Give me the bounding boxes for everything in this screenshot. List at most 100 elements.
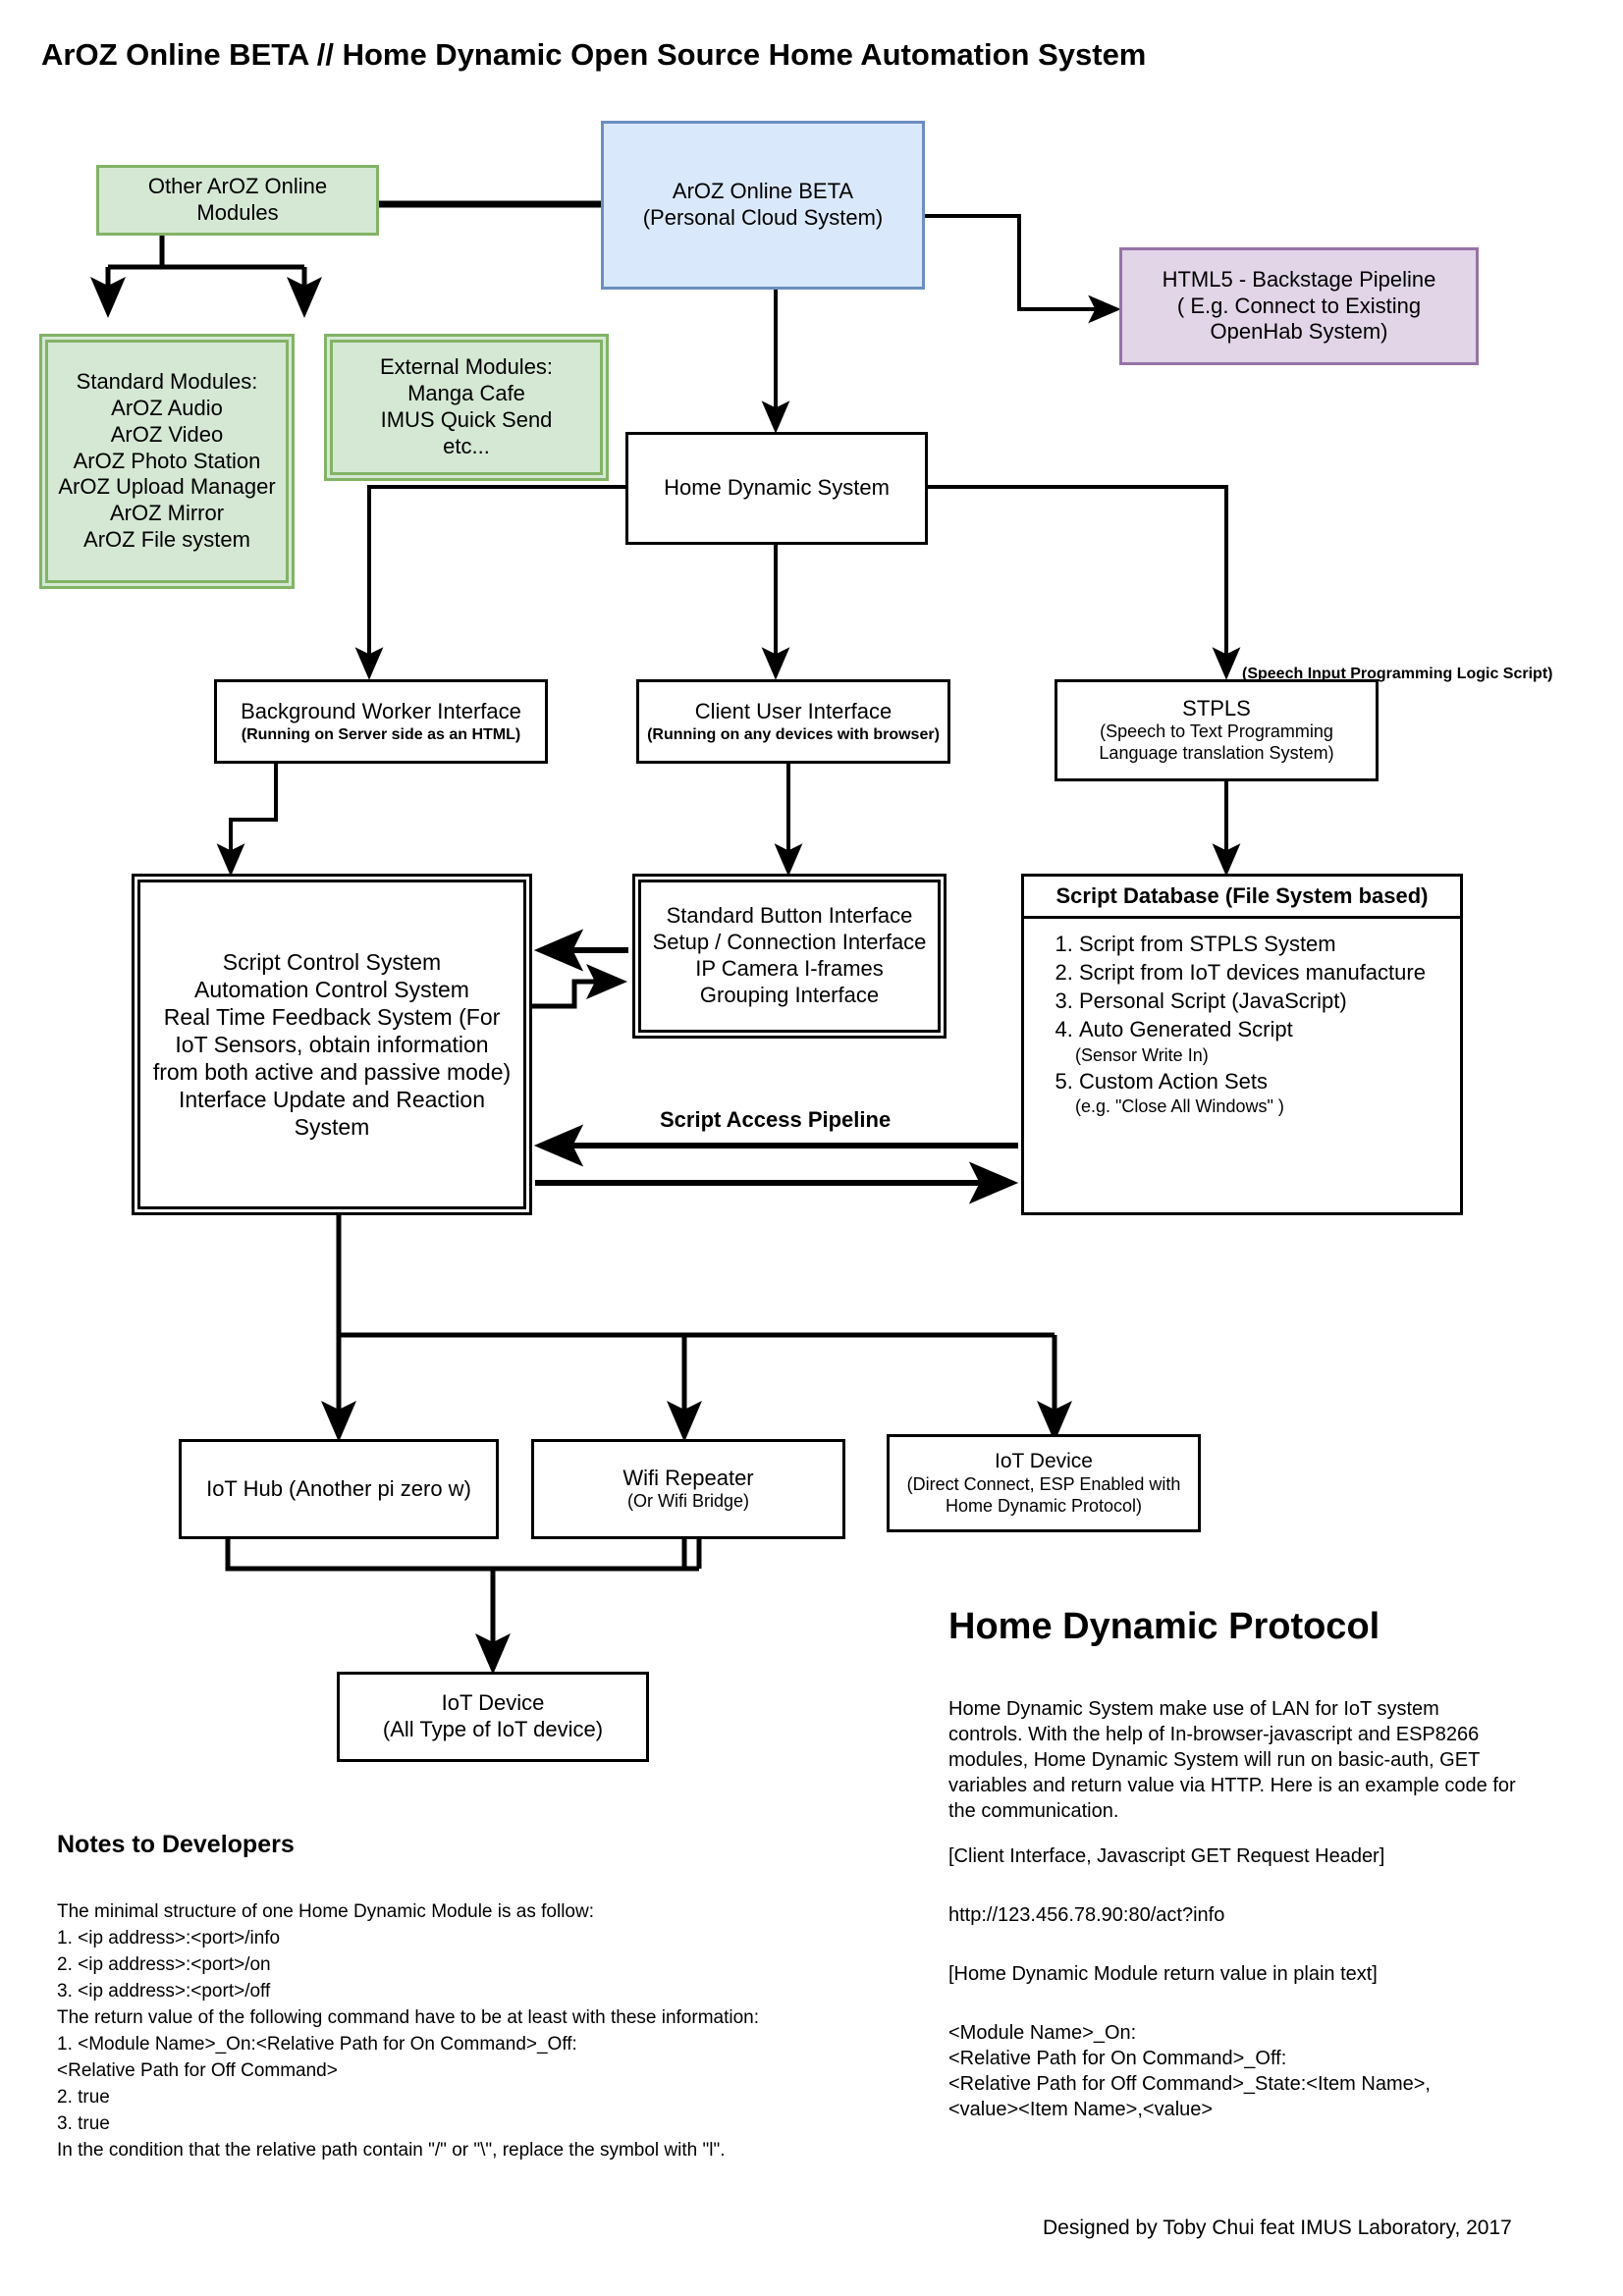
node-standard-modules[interactable]: Standard Modules: ArOZ Audio ArOZ Video … — [39, 334, 295, 589]
node-title: Wifi Repeater — [622, 1465, 754, 1490]
node-line: (Personal Cloud System) — [642, 205, 884, 230]
node-line: etc... — [443, 433, 490, 458]
node-subtitle-line: Home Dynamic Protocol) — [945, 1495, 1143, 1516]
notes-line: The return value of the following comman… — [57, 2006, 760, 2028]
node-subtitle-line: (Speech to Text Programming — [1100, 721, 1333, 742]
list-item-note: (Sensor Write In) — [1075, 1044, 1209, 1065]
node-line: from both active and passive mode) — [152, 1059, 512, 1086]
node-line: Standard Button Interface — [666, 903, 913, 929]
node-line: ArOZ Video — [110, 421, 224, 447]
script-access-pipeline-label: Script Access Pipeline — [660, 1107, 892, 1132]
list-item-text: Script from IoT devices manufacture — [1079, 960, 1426, 986]
notes-line: The minimal structure of one Home Dynami… — [57, 1901, 594, 1922]
list-item-note: (e.g. "Close All Windows" ) — [1075, 1095, 1284, 1116]
stpls-caption: (Speech Input Programming Logic Script) — [1242, 666, 1553, 682]
node-line: ArOZ Upload Manager — [58, 474, 276, 500]
node-title: IoT Device — [995, 1450, 1093, 1473]
node-line: ArOZ File system — [83, 527, 250, 553]
node-stpls[interactable]: STPLS (Speech to Text Programming Langua… — [1055, 679, 1379, 781]
node-line: System — [294, 1114, 370, 1141]
protocol-block1-label: [Client Interface, Javascript GET Reques… — [948, 1845, 1385, 1867]
list-item: Auto Generated Script (Sensor Write In) — [1075, 1016, 1460, 1066]
protocol-code-line: <Relative Path for Off Command>_State:<I… — [948, 2073, 1431, 2095]
node-line: Standard Modules: — [76, 369, 258, 395]
node-line: (All Type of IoT device) — [382, 1717, 604, 1741]
protocol-heading: Home Dynamic Protocol — [948, 1606, 1380, 1647]
node-script-database[interactable]: Script Database (File System based) Scri… — [1021, 874, 1463, 1215]
node-other-aroz-online-modules[interactable]: Other ArOZ Online Modules — [96, 165, 379, 236]
notes-line: 2. true — [57, 2086, 110, 2108]
protocol-code-line: <value><Item Name>,<value> — [948, 2099, 1214, 2120]
node-subtitle: (Running on Server side as an HTML) — [241, 725, 521, 743]
node-line: ArOZ Online BETA — [672, 179, 854, 204]
list-item: Script from IoT devices manufacture — [1079, 959, 1460, 987]
notes-line: 3. true — [57, 2112, 110, 2134]
notes-line: 1. <ip address>:<port>/info — [57, 1927, 281, 1949]
node-iot-device-direct[interactable]: IoT Device (Direct Connect, ESP Enabled … — [887, 1434, 1201, 1532]
node-title: Client User Interface — [694, 698, 893, 723]
list-item-text: Script from STPLS System — [1079, 932, 1336, 956]
notes-line: <Relative Path for Off Command> — [57, 2059, 338, 2081]
node-html5-backstage-pipeline[interactable]: HTML5 - Backstage Pipeline ( E.g. Connec… — [1119, 247, 1479, 365]
node-line: HTML5 - Backstage Pipeline — [1162, 266, 1436, 292]
notes-line: 2. <ip address>:<port>/on — [57, 1953, 271, 1975]
notes-line: In the condition that the relative path … — [57, 2139, 726, 2161]
node-line: Modules — [196, 200, 279, 225]
node-line: ( E.g. Connect to Existing — [1176, 293, 1422, 318]
node-home-dynamic-system[interactable]: Home Dynamic System — [625, 432, 928, 545]
node-line: ArOZ Audio — [111, 395, 223, 420]
node-line: IoT Hub (Another pi zero w) — [206, 1475, 471, 1501]
node-line: ArOZ Mirror — [109, 501, 225, 526]
node-line: Manga Cafe — [407, 381, 525, 406]
node-line: Grouping Interface — [699, 982, 880, 1007]
notes-heading: Notes to Developers — [57, 1831, 295, 1858]
page-title: ArOZ Online BETA // Home Dynamic Open So… — [41, 37, 1147, 72]
node-line: Other ArOZ Online — [147, 174, 328, 199]
node-wifi-repeater[interactable]: Wifi Repeater (Or Wifi Bridge) — [531, 1439, 845, 1539]
node-line: Automation Control System — [194, 976, 469, 1002]
node-line: ArOZ Photo Station — [73, 448, 261, 473]
node-line: IP Camera I-frames — [695, 956, 884, 981]
node-background-worker-interface[interactable]: Background Worker Interface (Running on … — [214, 679, 548, 764]
node-aroz-online-beta[interactable]: ArOZ Online BETA (Personal Cloud System) — [601, 121, 925, 290]
node-line: Home Dynamic System — [664, 475, 890, 501]
notes-line: 1. <Module Name>_On:<Relative Path for O… — [57, 2033, 577, 2055]
node-line: Script Control System — [222, 948, 442, 975]
node-line: Real Time Feedback System (For — [163, 1003, 501, 1030]
list-item: Script from STPLS System — [1079, 931, 1460, 958]
protocol-code-line: <Module Name>_On: — [948, 2022, 1137, 2044]
notes-line: 3. <ip address>:<port>/off — [57, 1980, 271, 2002]
node-line: Setup / Connection Interface — [652, 930, 927, 955]
node-line: IoT Device — [441, 1690, 545, 1716]
list-item: Personal Script (JavaScript) — [1079, 988, 1460, 1015]
node-title: Background Worker Interface — [241, 698, 521, 723]
node-line: External Modules: — [379, 354, 554, 380]
node-line: OpenHab System) — [1210, 319, 1388, 345]
node-iot-hub[interactable]: IoT Hub (Another pi zero w) — [179, 1439, 499, 1539]
script-database-list: Script from STPLS System Script from IoT… — [1040, 931, 1460, 1118]
node-subtitle: (Running on any devices with browser) — [647, 725, 940, 743]
node-title: STPLS — [1182, 695, 1251, 721]
node-client-user-interface[interactable]: Client User Interface (Running on any de… — [636, 679, 950, 764]
node-line: IMUS Quick Send — [380, 407, 553, 432]
protocol-block2-code: <Module Name>_On: <Relative Path for On … — [948, 2020, 1577, 2122]
list-item-text: Custom Action Sets — [1079, 1068, 1268, 1094]
list-item-text: Auto Generated Script — [1079, 1017, 1293, 1042]
node-standard-button-interface[interactable]: Standard Button Interface Setup / Connec… — [632, 874, 947, 1039]
node-external-modules[interactable]: External Modules: Manga Cafe IMUS Quick … — [324, 334, 609, 481]
node-line: Interface Update and Reaction — [179, 1087, 485, 1113]
node-subtitle: (Or Wifi Bridge) — [626, 1491, 749, 1512]
node-iot-device-all-types[interactable]: IoT Device (All Type of IoT device) — [337, 1672, 649, 1762]
node-script-control-system[interactable]: Script Control System Automation Control… — [132, 874, 532, 1215]
script-database-body: Script from STPLS System Script from IoT… — [1024, 919, 1460, 1119]
protocol-code-line: <Relative Path for On Command>_Off: — [948, 2048, 1287, 2069]
footer-credit: Designed by Toby Chui feat IMUS Laborato… — [1043, 2216, 1512, 2239]
list-item: Custom Action Sets (e.g. "Close All Wind… — [1075, 1068, 1460, 1118]
script-database-header: Script Database (File System based) — [1024, 877, 1460, 919]
node-subtitle-line: Language translation System) — [1099, 743, 1334, 764]
protocol-block2-label: [Home Dynamic Module return value in pla… — [948, 1963, 1378, 1985]
protocol-paragraph: Home Dynamic System make use of LAN for … — [948, 1698, 1516, 1822]
node-subtitle-line: (Direct Connect, ESP Enabled with — [906, 1473, 1181, 1494]
list-item-text: Personal Script (JavaScript) — [1079, 988, 1347, 1014]
